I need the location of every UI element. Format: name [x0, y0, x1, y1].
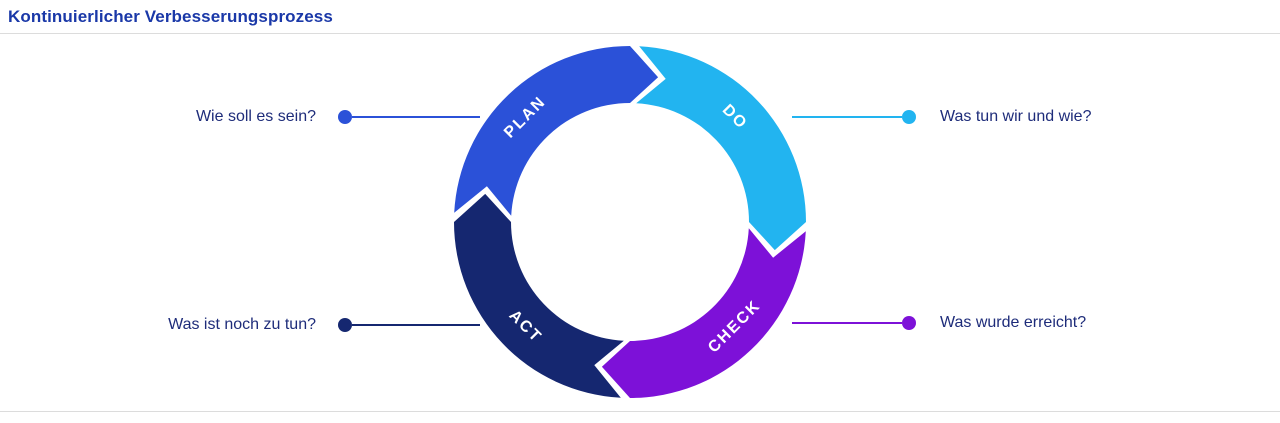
check-dot — [902, 316, 916, 330]
segment-plan — [454, 45, 659, 216]
do-connector-line — [792, 116, 902, 118]
segment-check — [601, 228, 806, 398]
page-title: Kontinuierlicher Verbesserungsprozess — [8, 7, 333, 26]
act-dot — [338, 318, 352, 332]
act-connector-line — [352, 324, 480, 326]
callout-plan: Wie soll es sein? — [0, 103, 480, 131]
bottom-divider — [0, 411, 1280, 412]
top-divider — [0, 33, 1280, 34]
plan-connector-line — [352, 116, 480, 118]
callout-plan-text: Wie soll es sein? — [195, 108, 316, 125]
callout-act: Was ist noch zu tun? — [0, 311, 480, 339]
callout-do: Was tun wir und wie? — [792, 103, 1091, 131]
segment-act — [454, 193, 624, 398]
check-connector-line — [792, 322, 902, 324]
segment-do — [636, 46, 807, 251]
plan-dot — [338, 110, 352, 124]
callout-check-text: Was wurde erreicht? — [940, 314, 1087, 331]
callout-do-text: Was tun wir und wie? — [940, 108, 1092, 125]
callout-check: Was wurde erreicht? — [792, 309, 1086, 337]
callout-act-text: Was ist noch zu tun? — [168, 316, 316, 333]
do-dot — [902, 110, 916, 124]
